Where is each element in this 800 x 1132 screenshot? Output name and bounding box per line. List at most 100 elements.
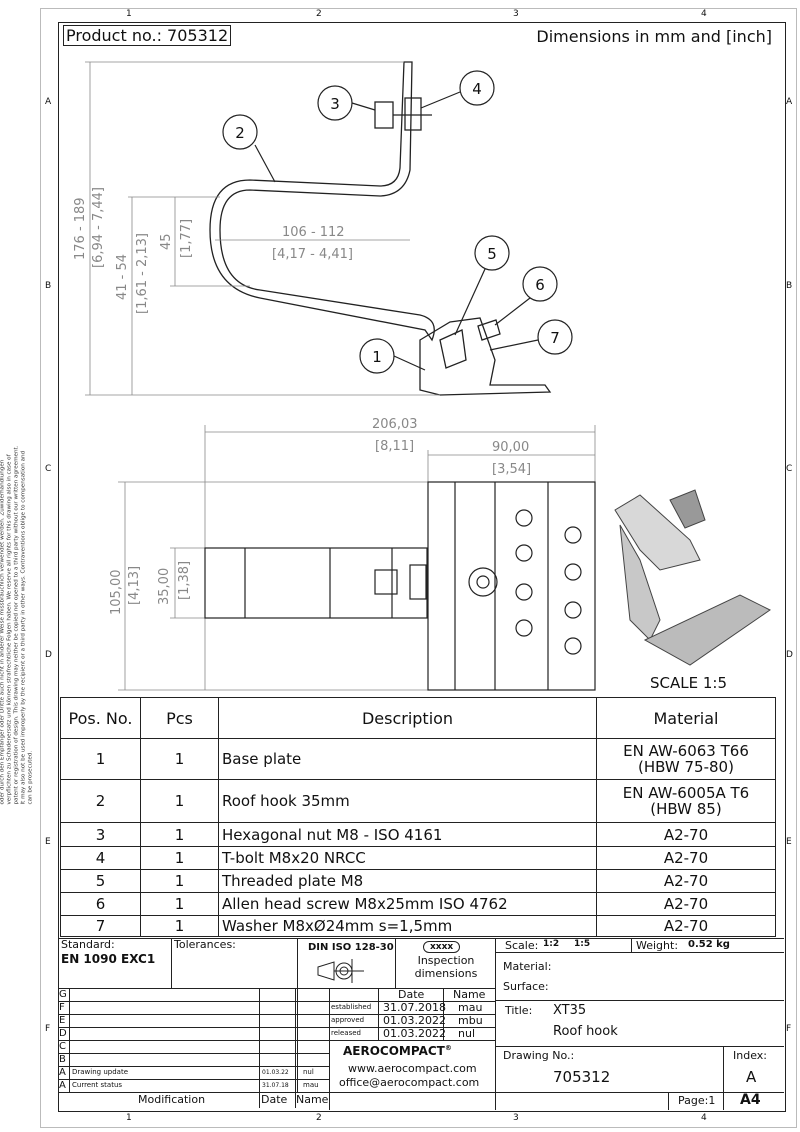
pcs: 1 bbox=[140, 846, 219, 870]
approval-name: mau bbox=[458, 1001, 483, 1014]
scale-2: 1:5 bbox=[574, 939, 591, 949]
balloon-5 bbox=[474, 235, 510, 271]
revision-name: nul bbox=[303, 1068, 314, 1076]
sheet-format: A4 bbox=[740, 1092, 761, 1108]
material: A2-70 bbox=[596, 915, 776, 937]
description: Washer M8xØ24mm s=1,5mm bbox=[218, 915, 597, 937]
tolerances-label: Tolerances: bbox=[174, 938, 236, 951]
dim-mid-height-in: [1,61 - 2,13] bbox=[135, 233, 150, 314]
company-web: www.aerocompact.com bbox=[348, 1062, 477, 1075]
dim-hook-width: 106 - 112 bbox=[282, 225, 345, 240]
revision-name: mau bbox=[303, 1081, 319, 1089]
hook-arm bbox=[204, 547, 428, 619]
dim-total-height-in: [6,94 - 7,44] bbox=[91, 187, 106, 268]
grid-row-b-right: B bbox=[786, 281, 793, 291]
index-label: Index: bbox=[733, 1049, 767, 1062]
title-line-1: XT35 bbox=[553, 1003, 587, 1018]
index-value: A bbox=[746, 1068, 757, 1086]
bolt-4 bbox=[404, 97, 422, 131]
grid-col-3-bottom: 3 bbox=[513, 1113, 519, 1123]
dim-mid-height: 41 - 54 bbox=[115, 254, 130, 300]
col-description: Description bbox=[218, 697, 597, 739]
pos: 7 bbox=[60, 915, 141, 937]
sheet-border bbox=[58, 22, 786, 1112]
revision-letter: G bbox=[59, 989, 67, 1000]
grid-col-4-bottom: 4 bbox=[701, 1113, 707, 1123]
balloon-6 bbox=[522, 266, 558, 302]
balloon-label-6: 6 bbox=[535, 276, 545, 294]
balloon-labels: 3 4 2 5 6 7 1 bbox=[235, 80, 560, 366]
grid-row-a: A bbox=[45, 97, 52, 107]
page-number: Page:1 bbox=[678, 1094, 716, 1107]
revision-description: Current status bbox=[72, 1081, 123, 1089]
grid-row-c: C bbox=[45, 464, 52, 474]
screw-6 bbox=[477, 319, 501, 341]
grid-row-f: F bbox=[45, 1024, 51, 1034]
balloon-label-4: 4 bbox=[472, 80, 482, 98]
dim-hook-height: 45 bbox=[159, 233, 174, 250]
base-plate-profile bbox=[419, 317, 552, 396]
grid-col-1-bottom: 1 bbox=[126, 1113, 132, 1123]
pos: 5 bbox=[60, 869, 141, 893]
grid-row-a-right: A bbox=[786, 97, 793, 107]
name-header: Name bbox=[453, 988, 486, 1001]
surface-label: Surface: bbox=[503, 980, 549, 993]
pcs: 1 bbox=[140, 779, 219, 823]
dim-top-total-width-in: [8,11] bbox=[375, 439, 414, 454]
grid-col-1: 1 bbox=[126, 9, 132, 19]
date-header: Date bbox=[398, 988, 425, 1001]
pos: 2 bbox=[60, 779, 141, 823]
scale-label: Scale: bbox=[505, 939, 539, 952]
dim-hook-height-in: [1,77] bbox=[179, 219, 194, 258]
col-material: Material bbox=[596, 697, 776, 739]
pcs: 1 bbox=[140, 822, 219, 847]
dim-top-hook-in: [1,38] bbox=[177, 561, 192, 600]
dim-base-width-in: [3,54] bbox=[492, 462, 531, 477]
nut-3 bbox=[374, 101, 394, 129]
product-number: Product no.: 705312 bbox=[63, 25, 232, 46]
description: T-bolt M8x20 NRCC bbox=[218, 846, 597, 870]
balloon-label-5: 5 bbox=[487, 245, 497, 263]
approval-type: established bbox=[331, 1003, 372, 1011]
isometric-view bbox=[614, 489, 771, 666]
modification-header: Modification bbox=[138, 1093, 206, 1106]
approval-date: 01.03.2022 bbox=[383, 1014, 446, 1027]
dim-base-width: 90,00 bbox=[492, 440, 529, 455]
revision-date: 31.07.18 bbox=[262, 1082, 289, 1089]
balloon-4 bbox=[459, 70, 495, 106]
company-email: office@aerocompact.com bbox=[339, 1076, 480, 1089]
revision-row: F bbox=[58, 1001, 329, 1015]
approval-type: approved bbox=[331, 1016, 365, 1024]
revision-letter: A bbox=[59, 1080, 66, 1091]
revision-letter: B bbox=[59, 1054, 66, 1065]
balloon-7 bbox=[537, 319, 573, 355]
dimensions-note: Dimensions in mm and [inch] bbox=[536, 27, 772, 46]
mod-name-header: Name bbox=[296, 1093, 329, 1106]
grid-col-4: 4 bbox=[701, 9, 707, 19]
title-label: Title: bbox=[505, 1004, 533, 1017]
drawing-no: 705312 bbox=[553, 1068, 611, 1086]
grid-row-e-right: E bbox=[786, 837, 792, 847]
grid-col-2: 2 bbox=[316, 9, 322, 19]
description: Base plate bbox=[218, 738, 597, 780]
pos: 4 bbox=[60, 846, 141, 870]
registered-mark: ® bbox=[444, 1044, 452, 1052]
grid-row-f-right: F bbox=[786, 1024, 792, 1034]
pcs: 1 bbox=[140, 738, 219, 780]
company-name-text: AEROCOMPACT bbox=[343, 1044, 445, 1058]
outer-border bbox=[40, 8, 797, 1128]
dim-top-height-in: [4,13] bbox=[127, 566, 142, 605]
revision-row: E bbox=[58, 1014, 329, 1028]
grid-col-2-bottom: 2 bbox=[316, 1113, 322, 1123]
title-line-2: Roof hook bbox=[553, 1024, 618, 1039]
weight-label: Weight: bbox=[636, 939, 679, 952]
drawing-no-label: Drawing No.: bbox=[503, 1049, 575, 1062]
col-pcs: Pcs bbox=[140, 697, 219, 739]
